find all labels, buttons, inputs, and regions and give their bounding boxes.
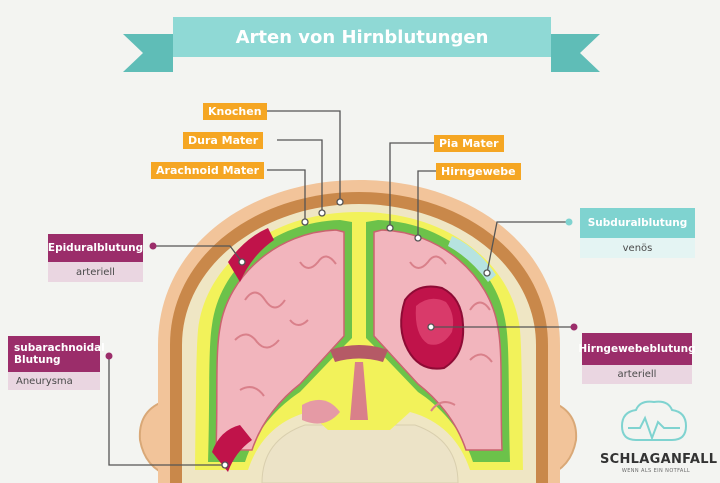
brain-gyri bbox=[234, 255, 493, 412]
banner-tail-right bbox=[551, 34, 600, 72]
hirngewebe-sub: arteriell bbox=[582, 365, 692, 384]
label-arachnoid-mater: Arachnoid Mater bbox=[151, 162, 265, 179]
epidural-bleed bbox=[228, 228, 274, 282]
subarachnoidal-title: subarachnoidal Blutung bbox=[8, 336, 105, 372]
subdural-sub: venös bbox=[580, 238, 695, 258]
label-dura-mater: Dura Mater bbox=[183, 132, 264, 149]
hirngewebe-box: Hirngewebeblutung arteriell bbox=[578, 333, 696, 384]
epidural-bleed-lower bbox=[212, 425, 252, 472]
banner-tail-left bbox=[123, 34, 173, 72]
hippocampus-left bbox=[302, 399, 340, 424]
epidural-connector-dot bbox=[149, 242, 157, 250]
subdural-connector-dot bbox=[565, 218, 573, 226]
leader-dots bbox=[221, 198, 491, 469]
label-knochen: Knochen bbox=[203, 103, 267, 120]
midline-structure bbox=[350, 362, 368, 420]
title-banner bbox=[173, 17, 551, 57]
intracerebral-bleed-core bbox=[415, 298, 454, 345]
subdural-box: Subduralblutung venös bbox=[580, 208, 695, 258]
subarachnoidal-box: subarachnoidal Blutung Aneurysma bbox=[8, 336, 105, 390]
subdural-bleed bbox=[448, 236, 496, 282]
page-title: Arten von Hirnblutungen bbox=[235, 26, 489, 48]
hirngewebe-connector-dot bbox=[570, 323, 578, 331]
epidural-box: Epiduralblutung arteriell bbox=[48, 234, 143, 282]
subarachnoidal-sub: Aneurysma bbox=[8, 372, 100, 390]
hemisphere-left bbox=[215, 229, 345, 451]
label-pia-mater: Pia Mater bbox=[434, 135, 504, 152]
ventricles bbox=[330, 345, 388, 362]
epidural-sub: arteriell bbox=[48, 262, 143, 282]
hirngewebe-title: Hirngewebeblutung bbox=[578, 333, 696, 365]
brand-brain-icon bbox=[620, 400, 688, 441]
epidural-title: Epiduralblutung bbox=[48, 234, 143, 262]
brand-name: SCHLAGANFALL bbox=[600, 452, 718, 467]
label-hirngewebe: Hirngewebe bbox=[436, 163, 521, 180]
subarachnoidal-connector-dot bbox=[105, 352, 113, 360]
skull-base bbox=[261, 424, 459, 483]
subdural-title: Subduralblutung bbox=[580, 208, 695, 238]
leader-lines bbox=[108, 110, 577, 466]
brand-tagline: WENN ALS EIN NOTFALL bbox=[621, 468, 691, 474]
